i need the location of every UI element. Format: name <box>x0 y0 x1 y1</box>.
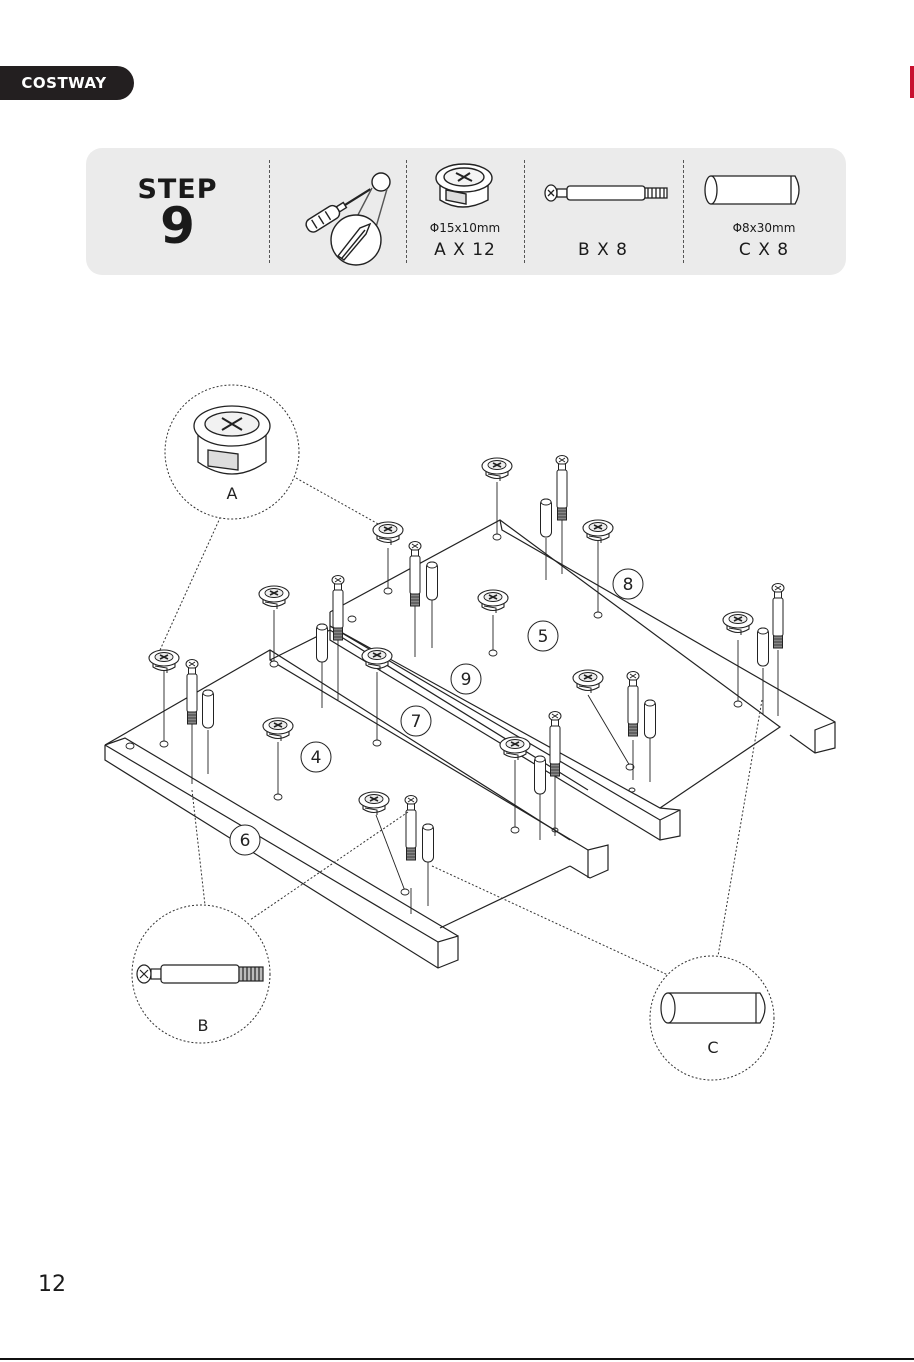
footer-rule <box>0 1358 914 1360</box>
panel-label-7: 7 <box>411 712 422 732</box>
bolts-and-dowels <box>186 456 784 915</box>
callout-c-label: C <box>707 1038 718 1057</box>
callout-c: C <box>432 700 774 1080</box>
panel-label-4: 4 <box>311 748 322 768</box>
callout-a: A <box>160 385 380 650</box>
panel-label-6: 6 <box>240 831 251 851</box>
panel-label-8: 8 <box>623 575 634 595</box>
callout-a-label: A <box>227 484 238 503</box>
panel-labels: 8 5 9 7 4 6 <box>230 569 643 855</box>
panel-label-5: 5 <box>538 627 549 647</box>
page-number: 12 <box>38 1272 66 1297</box>
wood-dowel-detail-icon <box>661 993 765 1023</box>
callout-b-label: B <box>198 1016 209 1035</box>
cam-lock-detail-icon <box>194 406 270 474</box>
panel-label-9: 9 <box>461 670 472 690</box>
